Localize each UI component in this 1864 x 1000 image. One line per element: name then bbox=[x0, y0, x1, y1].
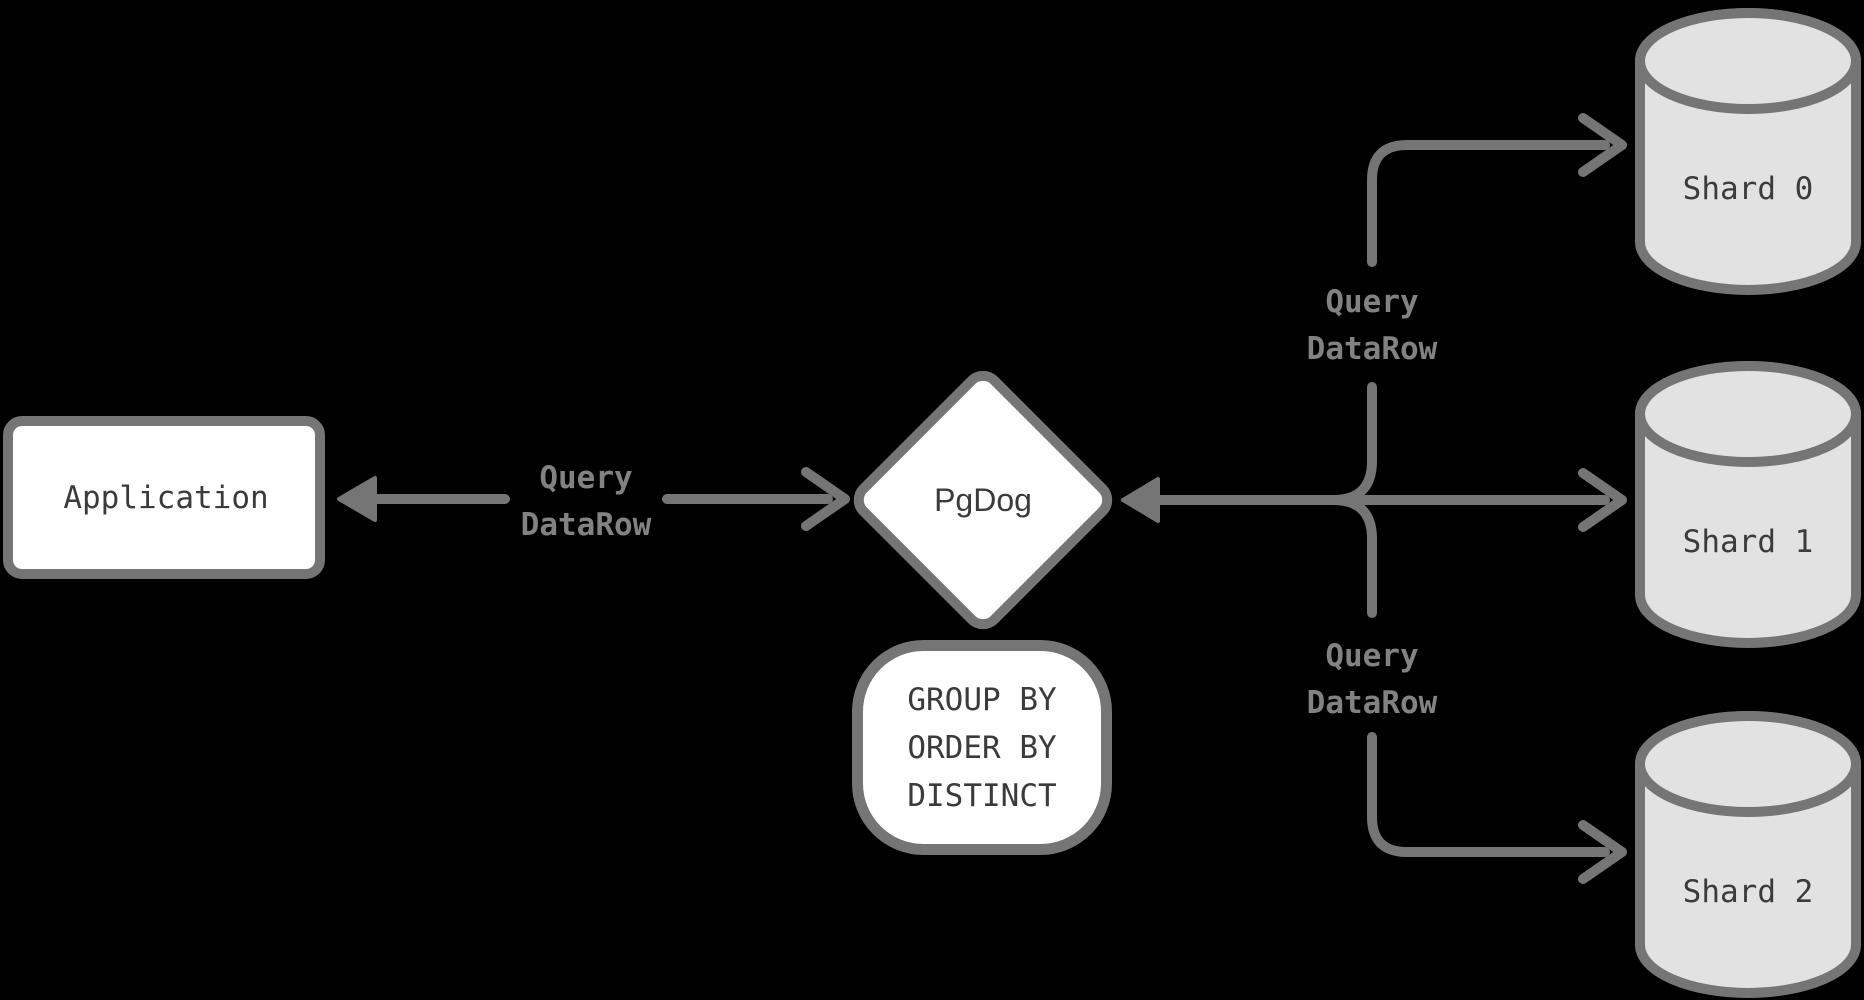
application-label: Application bbox=[63, 480, 268, 516]
aggregate-ops-line2: ORDER BY bbox=[907, 730, 1057, 766]
shard1-label: Shard 1 bbox=[1683, 524, 1814, 560]
edge-application-pgdog: Query DataRow bbox=[337, 460, 850, 543]
edge-label-app-pgdog-query: Query bbox=[539, 460, 632, 496]
arrowhead-into-pgdog-icon bbox=[801, 467, 850, 531]
edge-label-shard0-datarow: DataRow bbox=[1307, 331, 1438, 367]
shard0-label: Shard 0 bbox=[1683, 171, 1814, 207]
edge-branch-shard0-upper bbox=[1367, 140, 1610, 267]
edge-label-app-pgdog-datarow: DataRow bbox=[521, 507, 652, 543]
application-box bbox=[3, 416, 325, 579]
shard2-cylinder-top bbox=[1635, 711, 1861, 817]
edge-branch-shard2-lower bbox=[1367, 732, 1610, 857]
application-node: Application bbox=[3, 416, 325, 579]
arrowhead-into-shard0-icon bbox=[1578, 113, 1627, 177]
edge-label-shard0-query: Query bbox=[1325, 284, 1418, 320]
shard1-cylinder-top bbox=[1635, 361, 1861, 467]
pgdog-diamond bbox=[853, 370, 1113, 630]
arrowhead-into-shard2-icon bbox=[1578, 820, 1627, 884]
shard2-label: Shard 2 bbox=[1683, 874, 1814, 910]
edge-branch-shard0-merge bbox=[1328, 382, 1377, 505]
shard1-node: Shard 1 bbox=[1635, 361, 1861, 648]
pgdog-label: PgDog bbox=[934, 482, 1032, 518]
shard2-node: Shard 2 bbox=[1635, 711, 1861, 998]
shard0-cylinder-top bbox=[1635, 8, 1861, 114]
edge-shards-pgdog: Query DataRow Query DataRow bbox=[1121, 113, 1627, 884]
aggregate-ops-node: GROUP BY ORDER BY DISTINCT bbox=[852, 640, 1112, 855]
edge-label-shard2-query: Query bbox=[1325, 638, 1418, 674]
edge-label-shard2-datarow: DataRow bbox=[1307, 685, 1438, 721]
arrowhead-into-application-icon bbox=[337, 476, 377, 522]
arrowhead-into-pgdog-right-icon bbox=[1121, 477, 1160, 523]
pgdog-node: PgDog bbox=[853, 370, 1113, 630]
shard0-node: Shard 0 bbox=[1635, 8, 1861, 295]
aggregate-ops-line1: GROUP BY bbox=[907, 682, 1057, 718]
arrowhead-into-shard1-icon bbox=[1578, 468, 1627, 532]
aggregate-ops-box bbox=[852, 640, 1112, 855]
aggregate-ops-line3: DISTINCT bbox=[907, 778, 1056, 814]
edge-branch-shard2-merge bbox=[1328, 495, 1377, 618]
